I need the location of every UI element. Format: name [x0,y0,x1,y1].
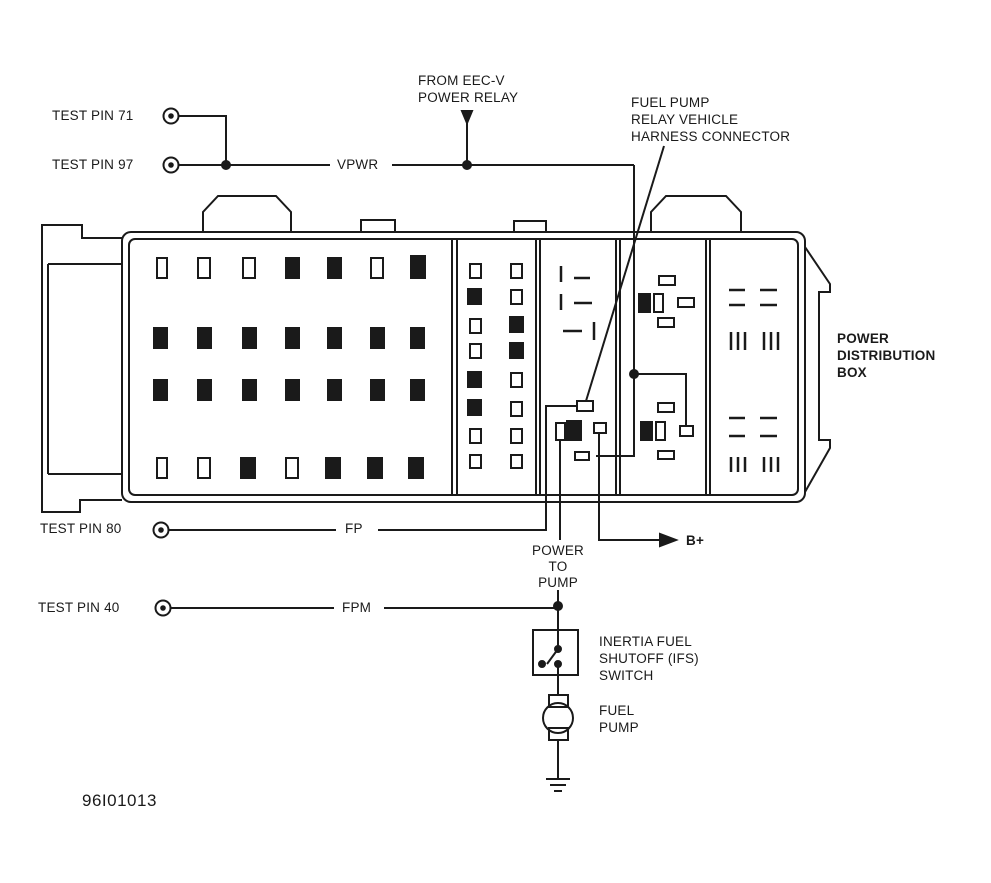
test-pin-80-label: TEST PIN 80 [40,521,122,536]
inertia-switch [532,629,579,695]
ground-symbol [546,778,570,792]
b-plus-wire [598,433,679,548]
relay-socket-section-2 [638,275,695,460]
relay-coil-wire [596,248,687,457]
fuel-pump-relay-label-line3: HARNESS CONNECTOR [631,129,791,144]
test-pin-80-terminal [152,521,170,539]
power-distribution-label-line3: BOX [837,365,867,380]
fp-label: FP [345,521,363,536]
b-plus-label: B+ [686,533,705,548]
fuel-pump-label-line1: FUEL [599,703,635,718]
vpwr-wire [179,110,635,248]
test-pin-71-terminal [162,107,180,125]
from-eec-label-line2: POWER RELAY [418,90,519,105]
vpwr-label: VPWR [337,157,379,172]
from-eec-label-line1: FROM EEC-V [418,73,505,88]
power-to-pump-label-line2: TO [548,559,568,574]
test-pin-97-label: TEST PIN 97 [52,157,134,172]
test-pin-40-label: TEST PIN 40 [38,600,120,615]
power-to-pump-label-line1: POWER [531,543,584,558]
ifs-label-line3: SWITCH [599,668,654,683]
mini-fuse-block [467,263,524,469]
power-distribution-label-line1: POWER [837,331,890,346]
power-distribution-label-line2: DISTRIBUTION [837,348,936,363]
maxi-fuse-section [729,288,780,472]
test-pin-97-terminal [162,156,180,174]
fuel-pump-relay-label-line1: FUEL PUMP [631,95,710,110]
power-to-pump-label-line3: PUMP [538,575,578,590]
fp-wire [169,405,578,531]
test-pin-40-terminal [154,599,172,617]
fuel-pump-motor [542,694,574,779]
figure-id: 96I01013 [82,791,157,810]
ifs-label-line2: SHUTOFF (IFS) [599,651,699,666]
test-pin-71-label: TEST PIN 71 [52,108,134,123]
fuel-pump-relay-label-line2: RELAY VEHICLE [631,112,739,127]
fuse-block-left [153,255,426,479]
power-distribution-box [41,195,831,513]
fuel-pump-label-line2: PUMP [599,720,639,735]
relay-socket-section [555,266,607,461]
ifs-label-line1: INERTIA FUEL [599,634,692,649]
power-to-pump-wire [553,440,563,630]
fpm-label: FPM [342,600,372,615]
